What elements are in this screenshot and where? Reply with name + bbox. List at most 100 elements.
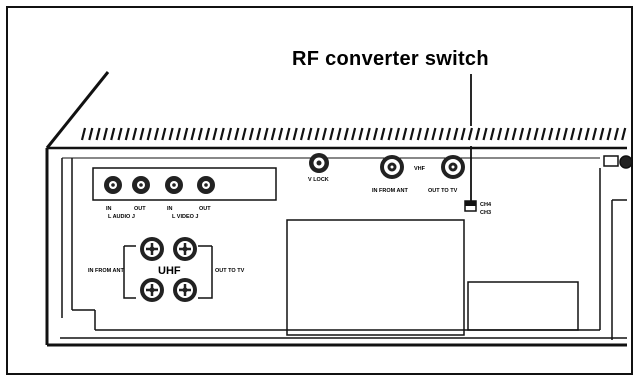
vent-slot xyxy=(299,127,306,141)
vent-slot xyxy=(387,127,393,141)
vhf-in-connector[interactable] xyxy=(380,155,404,179)
vent-slot xyxy=(139,127,145,141)
vent-slot xyxy=(226,127,233,141)
vent-slot xyxy=(606,127,612,141)
right-side-connector xyxy=(603,155,633,340)
vent-slot xyxy=(438,127,444,141)
vent-slot xyxy=(248,127,254,141)
vent-slot xyxy=(475,127,481,141)
vent-slot xyxy=(263,127,269,141)
uhf-in-label: IN FROM ANT xyxy=(88,268,124,274)
vhf-out-label: OUT TO TV xyxy=(428,188,458,194)
vent-slot xyxy=(402,127,408,141)
vent-slot xyxy=(424,127,430,141)
vent-slot xyxy=(358,127,364,141)
audio-group-label: L AUDIO J xyxy=(108,214,135,220)
audio-in-jack[interactable] xyxy=(104,176,122,194)
vent-slot xyxy=(329,127,335,141)
vent-slot xyxy=(321,127,327,141)
video-out-label: OUT xyxy=(199,206,211,212)
vent-slot xyxy=(584,127,590,141)
vhf-label: VHF xyxy=(414,166,426,172)
vent-slot xyxy=(613,127,619,141)
vent-slot xyxy=(117,127,123,141)
av-jack-panel: IN OUT IN OUT L AUDIO J L VIDEO J xyxy=(92,167,277,220)
vent-slot xyxy=(212,127,218,141)
vent-slot xyxy=(526,127,532,141)
audio-out-label: OUT xyxy=(134,206,146,212)
vent-slot xyxy=(285,127,291,141)
vent-slot xyxy=(132,127,138,141)
audio-out-jack[interactable] xyxy=(132,176,150,194)
video-group-label: L VIDEO J xyxy=(172,214,199,220)
uhf-out-connector-bottom[interactable] xyxy=(173,278,197,302)
switch-ch4-label: CH4 xyxy=(480,202,492,208)
vent-slot xyxy=(161,127,167,141)
vcr-body-outline xyxy=(45,71,627,347)
vhf-out-connector[interactable] xyxy=(441,155,465,179)
vent-slot xyxy=(168,127,174,141)
uhf-in-connector-bottom[interactable] xyxy=(140,278,164,302)
uhf-connector-group xyxy=(123,245,213,299)
vent-slot xyxy=(110,127,116,141)
switch-ch3-label: CH3 xyxy=(480,210,491,216)
vent-slot xyxy=(621,127,627,141)
vent-slot xyxy=(102,127,108,141)
vent-slot xyxy=(577,127,583,141)
vent-slot xyxy=(278,127,284,141)
rf-converter-switch[interactable] xyxy=(464,200,477,212)
vent-slot xyxy=(555,127,561,141)
uhf-label: UHF xyxy=(158,265,181,277)
vent-slot xyxy=(292,127,298,141)
vent-slot xyxy=(95,127,101,141)
vent-slot xyxy=(548,127,554,141)
vent-slot xyxy=(467,127,473,141)
vent-slot xyxy=(504,127,510,141)
uhf-in-connector-top[interactable] xyxy=(140,237,164,261)
vent-slot xyxy=(336,127,342,141)
vent-slot xyxy=(270,127,276,141)
vent-slot xyxy=(153,127,160,141)
vent-slot xyxy=(591,127,598,141)
vent-slot xyxy=(307,127,313,141)
v-lock-knob[interactable] xyxy=(309,153,329,173)
vent-slot xyxy=(533,127,539,141)
vent-slot xyxy=(460,127,466,141)
vent-slot xyxy=(562,127,568,141)
vent-slot xyxy=(445,127,452,141)
vent-slot xyxy=(343,127,349,141)
video-in-label: IN xyxy=(167,206,173,212)
vent-slot xyxy=(219,127,225,141)
audio-in-label: IN xyxy=(106,206,112,212)
video-out-jack[interactable] xyxy=(197,176,215,194)
vent-slot xyxy=(351,127,357,141)
vent-slot xyxy=(416,127,422,141)
vent-slot xyxy=(175,127,181,141)
v-lock-label: V LOCK xyxy=(308,177,329,183)
vent-slot xyxy=(183,127,189,141)
vent-slot xyxy=(482,127,488,141)
vent-slot xyxy=(409,127,415,141)
vent-slot xyxy=(380,127,386,141)
vent-slot xyxy=(431,127,437,141)
vent-slot xyxy=(146,127,152,141)
vent-slot xyxy=(372,127,379,141)
vent-slot xyxy=(518,127,525,141)
vent-slot xyxy=(234,127,240,141)
uhf-out-label: OUT TO TV xyxy=(215,268,245,274)
vent-slot xyxy=(190,127,196,141)
vent-slot xyxy=(241,127,247,141)
video-in-jack[interactable] xyxy=(165,176,183,194)
vent-slot xyxy=(599,127,605,141)
serial-label-plate xyxy=(467,281,579,331)
vent-slot xyxy=(489,127,495,141)
vent-slot xyxy=(314,127,320,141)
rating-label-plate xyxy=(286,219,465,336)
uhf-out-connector-top[interactable] xyxy=(173,237,197,261)
vent-slot xyxy=(394,127,400,141)
vent-slot xyxy=(511,127,517,141)
vent-slot xyxy=(365,127,371,141)
vent-slot xyxy=(540,127,546,141)
vent-slot xyxy=(497,127,503,141)
vent-slot xyxy=(88,127,94,141)
